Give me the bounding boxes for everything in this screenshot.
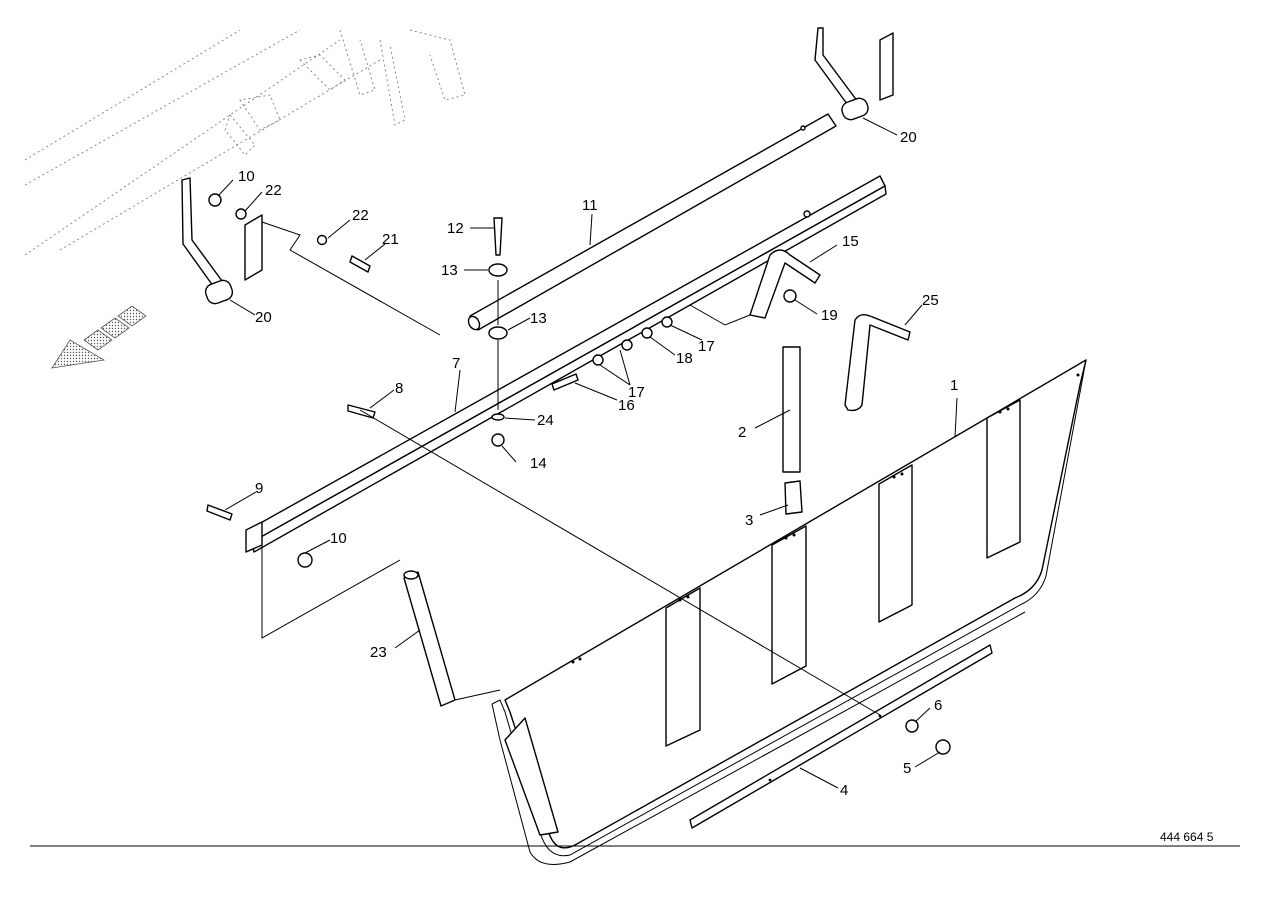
callout-16: 16 [618, 397, 635, 414]
callout-13-lower: 13 [530, 310, 547, 327]
part-20-bracket-right [814, 27, 894, 121]
part-2-strip [782, 346, 801, 473]
callout-21: 21 [382, 231, 399, 248]
part-3-clip [784, 480, 803, 515]
callout-23: 23 [370, 644, 387, 661]
part-1-shield-panel [491, 359, 1087, 865]
callout-25: 25 [922, 292, 939, 309]
assembly-lines [261, 221, 881, 716]
callout-1: 1 [950, 377, 958, 394]
callout-4: 4 [840, 782, 848, 799]
part-11-tube [467, 113, 837, 331]
callout-15: 15 [842, 233, 859, 250]
part-23-rod [403, 570, 456, 707]
travel-direction-arrow-icon [51, 305, 147, 369]
fasteners [206, 193, 951, 755]
part-20-bracket-left [181, 177, 263, 305]
callout-20-lower: 20 [255, 309, 272, 326]
callout-leaders [217, 117, 958, 789]
part-25-stay-rod [844, 313, 911, 412]
callout-2: 2 [738, 424, 746, 441]
callout-18: 18 [676, 350, 693, 367]
callout-14: 14 [530, 455, 547, 472]
part-7-carrier-bar [245, 175, 887, 553]
callout-10-upper: 10 [238, 168, 255, 185]
callout-12: 12 [447, 220, 464, 237]
callout-9: 9 [255, 480, 263, 497]
callout-8: 8 [395, 380, 403, 397]
callout-labels: 1 2 3 4 5 6 7 8 9 10 10 11 12 13 13 14 1… [238, 129, 958, 799]
callout-17-upper: 17 [698, 338, 715, 355]
callout-17-lower: 17 [628, 384, 645, 401]
drawing-number: 444 664 5 [1160, 830, 1214, 844]
callout-7: 7 [452, 355, 460, 372]
callout-20-upper: 20 [900, 129, 917, 146]
machine-frame-outline [24, 29, 466, 256]
part-4-lower-strip [689, 644, 993, 829]
callout-6: 6 [934, 697, 942, 714]
callout-11: 11 [582, 197, 598, 214]
callout-22-lower: 22 [352, 207, 369, 224]
part-15-support-arm [749, 249, 821, 319]
callout-10-lower: 10 [330, 530, 347, 547]
callout-3: 3 [745, 512, 753, 529]
callout-22-upper: 22 [265, 182, 282, 199]
callout-13-upper: 13 [441, 262, 458, 279]
callout-19: 19 [821, 307, 838, 324]
callout-5: 5 [903, 760, 911, 777]
callout-24: 24 [537, 412, 554, 429]
